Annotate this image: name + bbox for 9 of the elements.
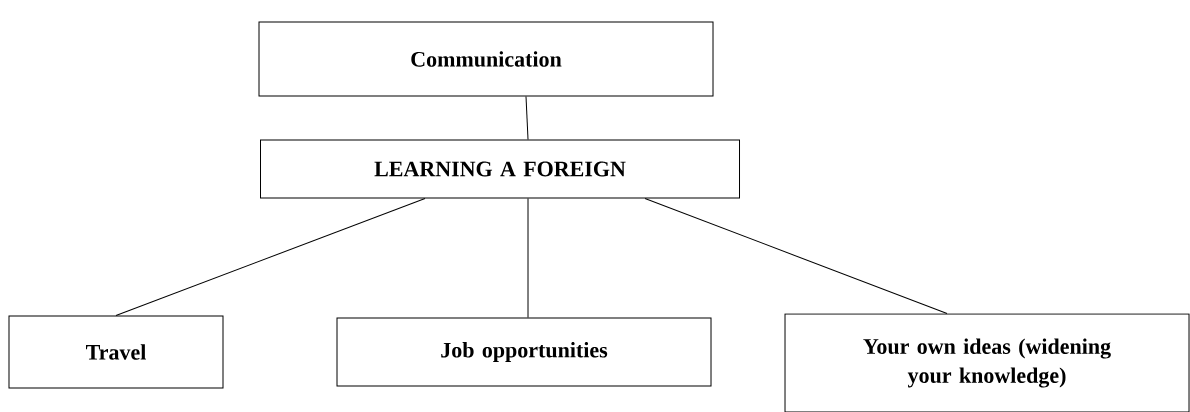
box: Your own ideas (widening your knowledge) bbox=[784, 313, 1190, 412]
box: Travel bbox=[8, 315, 224, 389]
connector-line bbox=[115, 198, 426, 316]
box: Communication bbox=[258, 21, 714, 97]
connector-line bbox=[527, 198, 529, 318]
box: LEARNING A FOREIGN bbox=[260, 139, 740, 199]
connector-line bbox=[525, 96, 529, 140]
box: Job opportunities bbox=[336, 317, 712, 387]
connector-line bbox=[644, 198, 948, 314]
